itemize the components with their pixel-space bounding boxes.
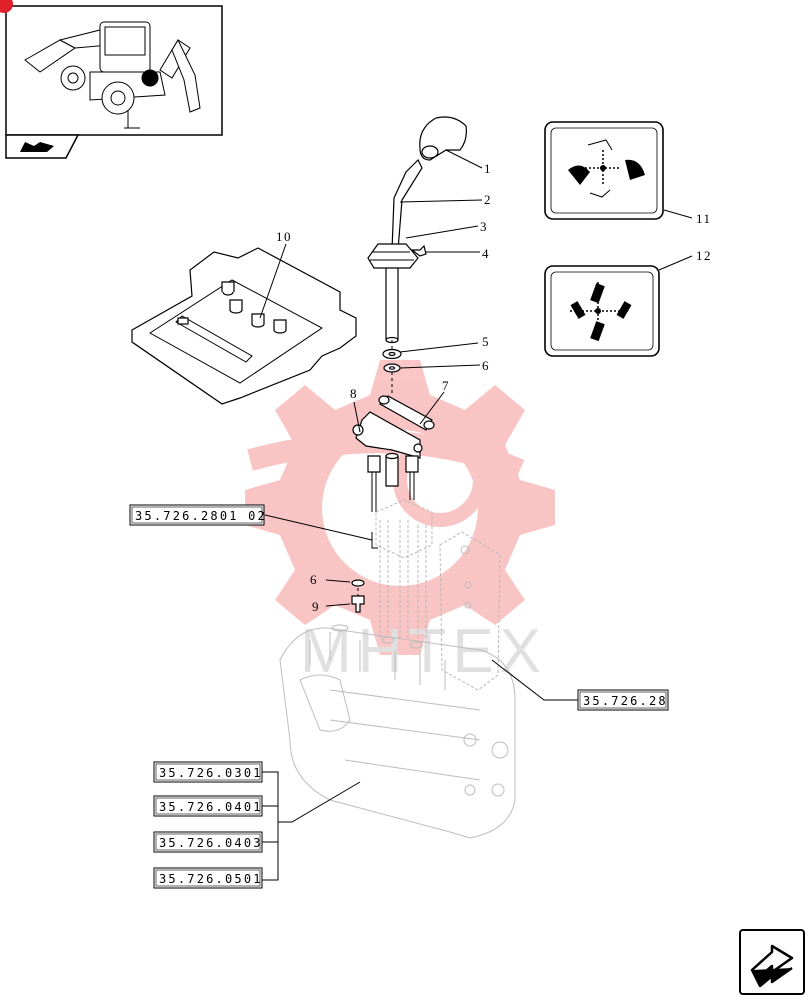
thumb-nav-tab[interactable]	[5, 134, 80, 159]
ref-link-35-726-0301[interactable]: 35.726.0301	[153, 761, 263, 783]
ref-link-35-726-0401[interactable]: 35.726.0401	[153, 795, 263, 817]
svg-text:35.726.0401: 35.726.0401	[159, 800, 263, 814]
ref-link-35-726-2801-02[interactable]: 35.726.2801 02	[129, 504, 267, 526]
callout-9: 9	[312, 599, 320, 614]
control-lever-assembly	[351, 116, 467, 613]
callout-3: 3	[480, 219, 488, 234]
ghost-valve-block	[279, 499, 516, 839]
cover-plate-10	[131, 247, 357, 405]
svg-text:35.726.0403: 35.726.0403	[159, 836, 263, 850]
ref-link-35-726-0501[interactable]: 35.726.0501	[153, 867, 263, 889]
thumbnail-panel[interactable]	[0, 0, 223, 159]
corner-marker-icon	[0, 0, 13, 13]
leader-lines	[259, 149, 693, 881]
backhoe-loader-icon	[24, 21, 201, 129]
callout-11: 11	[696, 211, 712, 226]
watermark-text: MHTEX	[300, 617, 547, 686]
callout-6: 6	[482, 358, 490, 373]
reference-boxes[interactable]: 35.726.2801 02 35.726.28 35.726.0301 35.…	[129, 504, 669, 889]
callout-5: 5	[482, 334, 490, 349]
callout-1: 1	[484, 161, 492, 176]
svg-text:35.726.2801 02: 35.726.2801 02	[135, 509, 267, 523]
book-arrow-icon	[20, 142, 54, 152]
svg-text:35.726.0501: 35.726.0501	[159, 872, 263, 886]
ref-link-35-726-28[interactable]: 35.726.28	[577, 689, 669, 711]
ref-link-35-726-0403[interactable]: 35.726.0403	[153, 831, 263, 853]
callout-12: 12	[696, 248, 712, 263]
next-page-button[interactable]	[739, 929, 805, 995]
next-page-arrow-icon	[750, 944, 794, 988]
svg-text:35.726.28: 35.726.28	[583, 694, 668, 708]
callout-6-lower: 6	[310, 572, 318, 587]
callout-10: 10	[276, 229, 292, 244]
decal-11	[544, 121, 664, 220]
callout-4: 4	[482, 246, 490, 261]
decal-12	[544, 265, 660, 357]
callout-labels: 1 2 3 4 5 6 7 8 6 9 10 11 12	[276, 161, 712, 614]
callout-8: 8	[350, 386, 358, 401]
callout-2: 2	[484, 192, 492, 207]
svg-text:35.726.0301: 35.726.0301	[159, 766, 263, 780]
callout-7: 7	[442, 378, 450, 393]
watermark-gear	[245, 360, 555, 655]
